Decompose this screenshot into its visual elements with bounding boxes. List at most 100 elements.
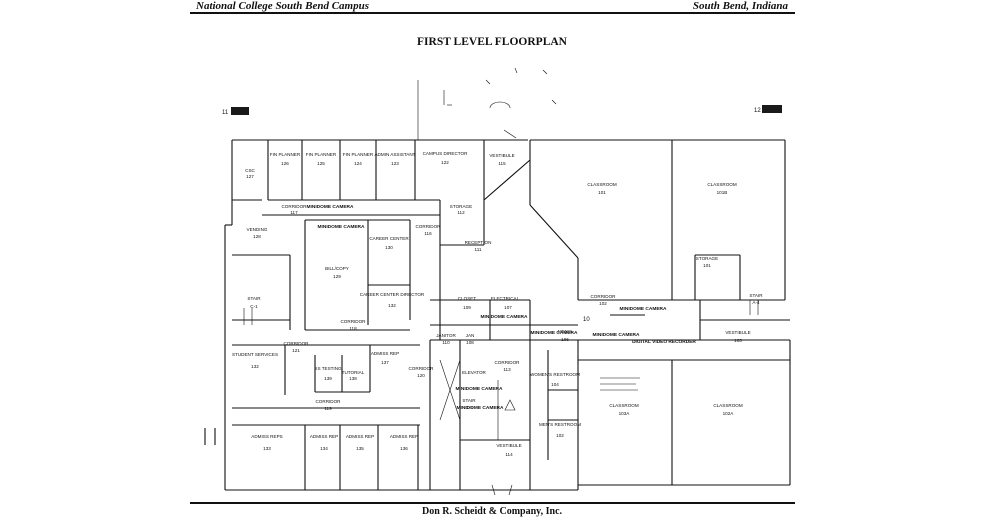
- room-number: 104: [551, 382, 559, 387]
- marker-10: 10: [583, 317, 590, 323]
- room-name: MEN'S: [558, 329, 572, 334]
- room-number: 137: [381, 360, 389, 365]
- room-name: STORAGE: [450, 204, 472, 209]
- room-name: STAIR: [749, 293, 763, 298]
- room-number: 136: [400, 446, 408, 451]
- room-number: 139: [324, 376, 332, 381]
- camera-label: MINIDOME CAMERA: [307, 204, 354, 210]
- room-number: 101: [703, 263, 711, 268]
- room-name: MEN'S RESTROOM: [539, 422, 581, 427]
- room-number: 101: [598, 190, 606, 195]
- camera-label: MINIDOME CAMERA: [531, 330, 578, 336]
- room-number: 125: [317, 161, 325, 166]
- room-name: RECEPTION: [465, 240, 492, 245]
- room-number: 109: [463, 305, 471, 310]
- room-name: ELECTRICAL: [491, 296, 520, 301]
- room-name: CLASSROOM: [609, 403, 639, 408]
- room-name: FIN PLANNER: [306, 152, 337, 157]
- room-name: STAIR: [462, 398, 476, 403]
- room-name: STORAGE: [696, 256, 718, 261]
- footer-company: Don R. Scheidt & Company, Inc.: [421, 506, 563, 517]
- room-name: VESTIBULE: [489, 153, 514, 158]
- room-number: 106: [561, 337, 569, 342]
- room-number: 122: [441, 160, 449, 165]
- room-name: CORRIDOR: [315, 399, 341, 404]
- room-name: CLASSROOM: [707, 182, 737, 187]
- room-number: 103A: [619, 411, 631, 416]
- room-name: ADMISS REP: [390, 434, 418, 439]
- room-name: VESTIBULE: [496, 443, 521, 448]
- room-number: 108: [466, 340, 474, 345]
- camera-label: MINIDOME CAMERA: [456, 386, 503, 392]
- room-number: 135: [356, 446, 364, 451]
- room-number: 113: [503, 367, 511, 372]
- room-number: 118: [349, 326, 357, 331]
- room-number: 107: [504, 305, 512, 310]
- room-name: ADMISS REPS: [251, 434, 282, 439]
- camera-label: MINIDOME CAMERA: [481, 314, 528, 320]
- page-title: FIRST LEVEL FLOORPLAN: [417, 36, 567, 48]
- room-number: 119: [324, 406, 332, 411]
- room-number: A-4: [752, 300, 760, 305]
- camera-labels: MINIDOME CAMERA MINIDOME CAMERA MINIDOME…: [307, 204, 697, 411]
- room-number: 112: [457, 210, 465, 215]
- header-campus-name: National College South Bend Campus: [196, 0, 369, 12]
- room-name: CORRIDOR: [494, 360, 520, 365]
- room-name: CAMPUS DIRECTOR: [423, 151, 469, 156]
- room-name: CLOSET: [458, 296, 477, 301]
- room-number: 102: [556, 433, 564, 438]
- room-number: 124: [354, 161, 362, 166]
- room-number: 133: [263, 446, 271, 451]
- room-name: TUTORIAL: [342, 370, 365, 375]
- room-number: 120: [417, 373, 425, 378]
- camera-label: MINIDOME CAMERA: [620, 306, 667, 312]
- room-name: CORRIDOR: [340, 319, 366, 324]
- room-number: 123: [391, 161, 399, 166]
- marker-12: 12: [754, 108, 761, 114]
- room-name: CORRIDOR: [408, 366, 434, 371]
- room-name: FIN PLANNER: [270, 152, 301, 157]
- room-name: CLASSROOM: [713, 403, 743, 408]
- room-number: 128: [253, 234, 261, 239]
- room-number: 134: [320, 446, 328, 451]
- room-name: ADMISS REP: [346, 434, 374, 439]
- room-number: 110: [442, 340, 450, 345]
- camera-label: MINIDOME CAMERA: [593, 332, 640, 338]
- room-number: C-1: [250, 304, 258, 309]
- room-number: 129: [333, 274, 341, 279]
- room-name: CORRIDOR: [281, 204, 307, 209]
- room-name: CSC: [245, 168, 255, 173]
- room-number: C-3: [465, 405, 473, 410]
- room-number: 127: [246, 174, 254, 179]
- room-labels: CSC 127 FIN PLANNER 126 FIN PLANNER 125 …: [232, 151, 763, 457]
- room-number: 121: [292, 348, 300, 353]
- room-number: 132: [388, 303, 396, 308]
- room-name: VENDING: [247, 227, 268, 232]
- room-number: 126: [281, 161, 289, 166]
- room-number: 117: [290, 210, 298, 215]
- room-number: 102: [599, 301, 607, 306]
- room-name: JAN: [466, 333, 475, 338]
- room-name: WOMEN'S RESTROOM: [530, 372, 580, 377]
- header-rule: [190, 12, 795, 14]
- room-number: 130: [385, 245, 393, 250]
- room-name: ADMISS REP: [371, 351, 399, 356]
- redaction-mark-left: [231, 107, 249, 115]
- camera-label: MINIDOME CAMERA: [318, 224, 365, 230]
- room-name: CORRIDOR: [283, 341, 309, 346]
- marker-11: 11: [222, 110, 229, 116]
- room-name: BILL/COPY: [325, 266, 349, 271]
- room-number: 116: [424, 231, 432, 236]
- room-number: 111: [475, 247, 482, 252]
- camera-label: MINIDOME CAMERA: [457, 405, 504, 411]
- room-name: CAREER CENTER: [369, 236, 409, 241]
- floorplan-details: [243, 67, 759, 496]
- footer-rule: [190, 502, 795, 504]
- room-number: 114: [505, 452, 513, 457]
- room-name: CAREER CENTER DIRECTOR: [360, 292, 425, 297]
- room-name: ADMISS REP: [310, 434, 338, 439]
- room-name: CORRIDOR: [415, 224, 441, 229]
- room-name: CLASSROOM: [587, 182, 617, 187]
- room-name: FIN PLANNER: [343, 152, 374, 157]
